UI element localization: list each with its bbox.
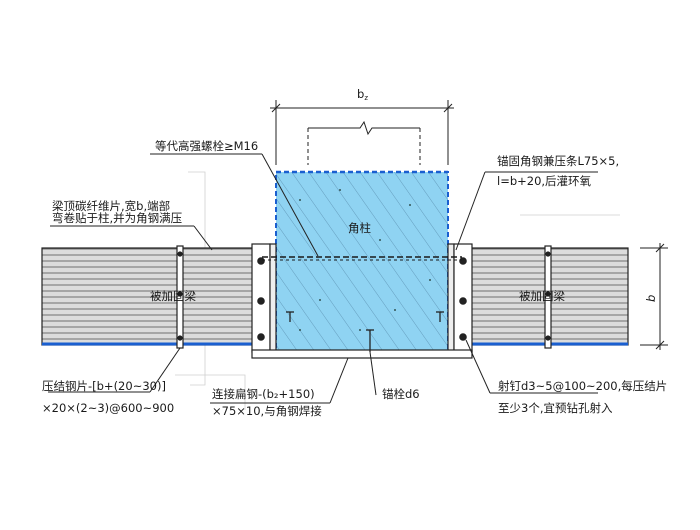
- nail-label-line1: 射钉d3~5@100~200,每压结片: [498, 379, 667, 393]
- flat-steel-label-line2: ×75×10,与角钢焊接: [212, 404, 322, 418]
- left-angle-steel: [251, 243, 277, 353]
- anchor-bolt-label: 锚栓d6: [382, 387, 420, 401]
- bottom-flat-steel: [251, 349, 473, 359]
- beam-top-label-line1: 梁顶碳纤维片,宽b,端部: [52, 199, 170, 213]
- corner-column-label: 角柱: [348, 221, 371, 235]
- nail-label-line2: 至少3个,宜预钻孔射入: [498, 401, 613, 415]
- anchor-angle-label-line1: 锚固角钢兼压条L75×5,: [497, 154, 619, 168]
- anchor-angle-label-line2: l=b+20,后灌环氧: [497, 174, 592, 188]
- beam-top-label-line2: 弯卷贴于柱,并为角钢满压: [52, 211, 182, 225]
- left-beam: [41, 247, 265, 346]
- strip-label-line2: ×20×(2~3)@600~900: [42, 401, 174, 415]
- anchor-bolt-d6: [286, 311, 444, 352]
- flat-steel-label-line1: 连接扁钢-(b₂+150): [212, 387, 315, 401]
- leader-lines: [48, 153, 598, 404]
- right-angle-steel: [447, 243, 473, 353]
- corner-column: [275, 170, 449, 353]
- column-aggregate: [299, 189, 431, 331]
- dimension-b-label: b: [644, 295, 658, 302]
- dimension-bz: [270, 100, 454, 165]
- right-beam: [457, 247, 629, 346]
- dimension-b: [640, 243, 668, 350]
- left-beam-label: 被加固梁: [150, 289, 196, 303]
- right-beam-label: 被加固梁: [519, 289, 565, 303]
- right-strips: [544, 245, 552, 349]
- dimension-bz-label: bz: [357, 87, 368, 102]
- strip-label-line1: 压结钢片-[b+(20~30)]: [42, 379, 166, 393]
- bolt-line: [262, 256, 462, 261]
- bolt-label: 等代高强螺栓≥M16: [155, 139, 258, 153]
